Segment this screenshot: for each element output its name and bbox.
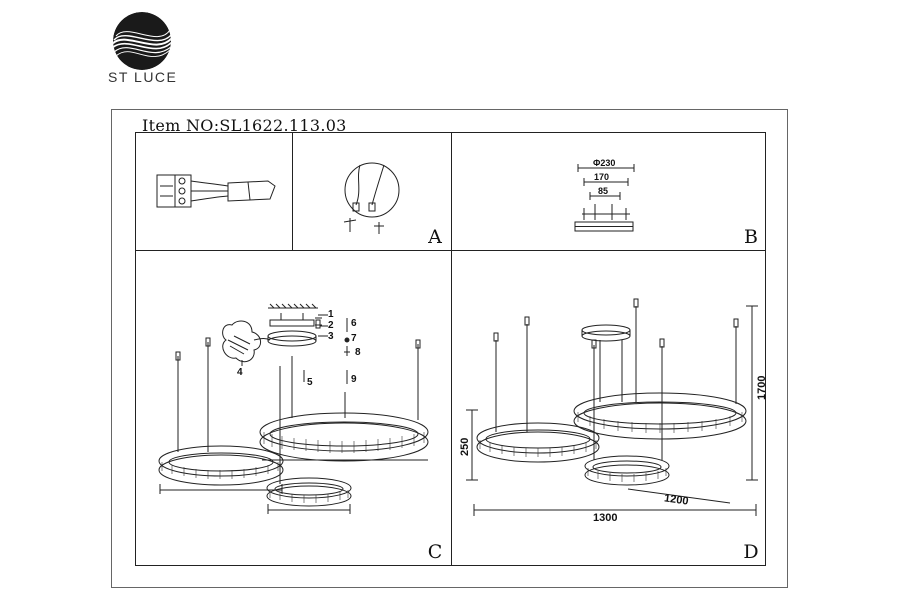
callout-3: 3 (328, 331, 334, 342)
callout-5: 5 (307, 377, 313, 388)
callout-1: 1 (328, 309, 334, 320)
canopy-inner-label: 85 (598, 186, 609, 196)
width-label: 1300 (593, 512, 618, 524)
callout-6: 6 (351, 318, 357, 329)
canopy-diameter-label: Φ230 (593, 158, 616, 168)
callout-4: 4 (237, 367, 243, 378)
panel-b-label: B (737, 224, 765, 250)
panel-a-label: A (421, 224, 449, 250)
callout-8: 8 (355, 347, 361, 358)
callout-7: 7 (351, 333, 357, 344)
brand-name: ST LUCE (108, 69, 178, 85)
item-number: Item NO:SL1622.113.03 (142, 116, 347, 135)
canopy-width-label: 170 (594, 172, 610, 182)
callout-9: 9 (351, 374, 357, 385)
ring-height-label: 250 (459, 437, 471, 456)
swirl-logo-icon (113, 12, 171, 70)
cable-connector-icon (343, 162, 400, 234)
panel-d-label: D (737, 539, 765, 565)
total-height-label: 1700 (756, 375, 768, 400)
panel-c-label: C (421, 539, 449, 565)
terminal-block-icon (156, 174, 276, 208)
callout-2: 2 (328, 320, 334, 331)
